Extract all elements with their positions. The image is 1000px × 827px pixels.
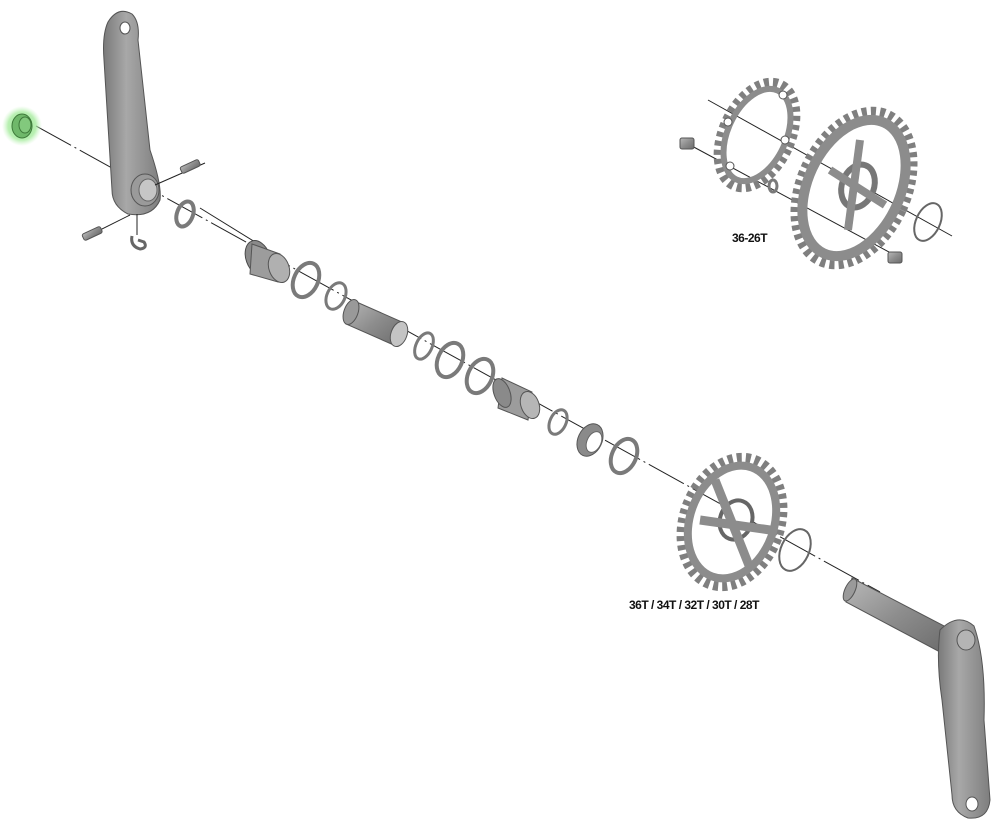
chainring-bolt-spacer[interactable] — [767, 178, 779, 194]
right-crank-arm[interactable] — [840, 577, 991, 819]
bb-inner-sleeve[interactable] — [340, 297, 411, 349]
label-single-chainring-options: 36T / 34T / 32T / 30T / 28T — [629, 598, 759, 612]
pinch-bolt-lower[interactable] — [81, 214, 131, 241]
double-spacer-ring[interactable] — [909, 199, 948, 245]
crank-cap-highlighted[interactable] — [2, 106, 42, 146]
bb-spacer-4[interactable] — [432, 339, 469, 382]
chainring-bolt-right[interactable] — [887, 251, 903, 264]
left-crank-arm[interactable] — [103, 10, 161, 216]
safety-clip[interactable] — [130, 214, 147, 251]
large-chainring[interactable] — [773, 94, 935, 283]
right-spacer-ring[interactable] — [545, 407, 570, 437]
pinch-bolt-upper[interactable] — [154, 159, 206, 186]
left-bb-cup[interactable] — [241, 237, 294, 286]
single-chainring[interactable] — [664, 444, 799, 601]
lock-ring[interactable] — [572, 420, 608, 461]
chainring-spacer[interactable] — [773, 524, 817, 576]
bb-spacer-2[interactable] — [322, 280, 350, 313]
chainring-bolt-left[interactable] — [679, 137, 695, 150]
lock-ring-washer[interactable] — [606, 435, 643, 478]
bb-spacer-3[interactable] — [411, 330, 437, 362]
bb-spacer-5[interactable] — [462, 355, 499, 398]
label-small-chainring-set: 36-26T — [732, 231, 768, 245]
axis-segment — [199, 207, 256, 243]
chainring-axis-upper — [707, 99, 953, 237]
bb-spacer-1[interactable] — [288, 259, 325, 302]
right-bb-cup[interactable] — [489, 376, 543, 421]
small-chainring[interactable] — [703, 70, 812, 200]
left-spacer-ring[interactable] — [173, 199, 197, 229]
